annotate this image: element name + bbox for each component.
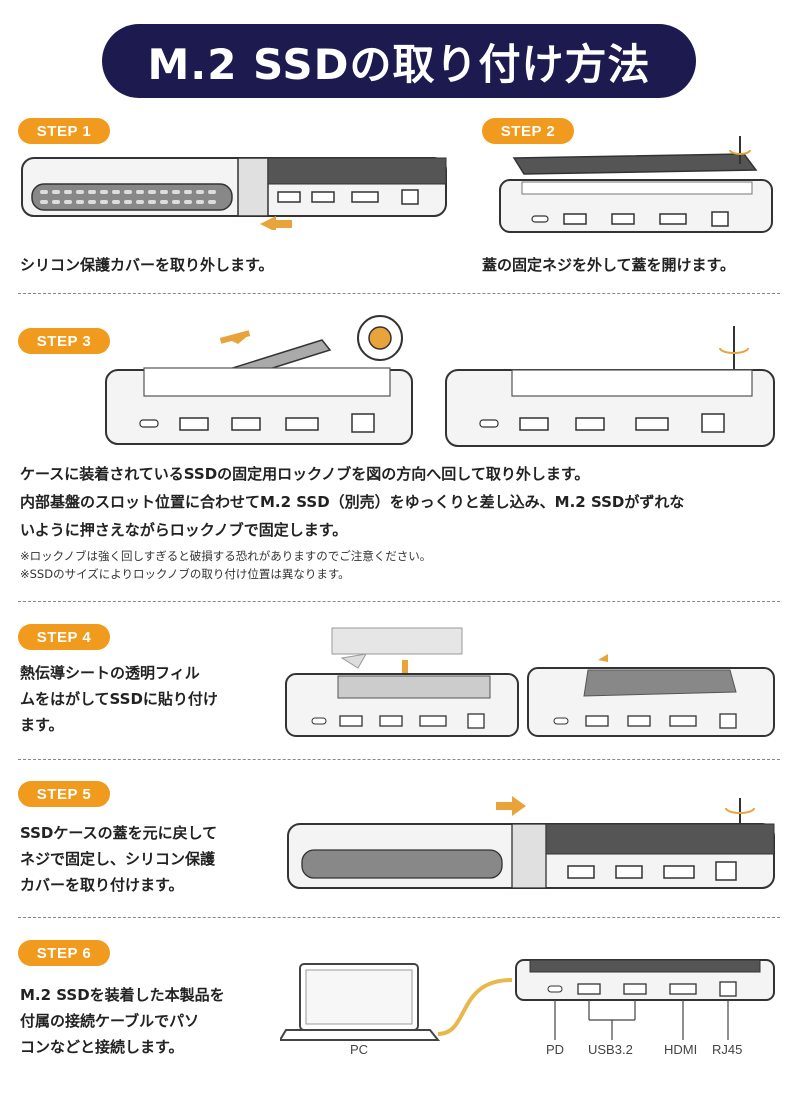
step4-text-line1: 熱伝導シートの透明フィル — [20, 664, 200, 682]
step5-illustration — [287, 796, 775, 889]
port-label-pc: PC — [350, 1042, 368, 1057]
step6-text-line2: 付属の接続ケーブルでパソ — [20, 1012, 200, 1030]
port-label-hdmi: HDMI — [664, 1042, 697, 1057]
step4-badge: STEP 4 — [18, 624, 110, 650]
step2-text: 蓋の固定ネジを外して蓋を開けます。 — [482, 256, 736, 274]
step3-badge: STEP 3 — [18, 328, 110, 354]
step4-illustration-right — [527, 654, 775, 737]
step2-badge: STEP 2 — [482, 118, 574, 144]
step5-text-line1: SSDケースの蓋を元に戻して — [20, 824, 218, 842]
step6-text-line1: M.2 SSDを装着した本製品を — [20, 986, 225, 1004]
step1-illustration — [21, 157, 447, 230]
step3-illustration-right — [445, 326, 775, 447]
port-label-pd: PD — [546, 1042, 564, 1057]
step5-badge: STEP 5 — [18, 781, 110, 807]
divider-4 — [18, 917, 780, 918]
page-title: M.2 SSDの取り付け方法 — [102, 24, 696, 98]
divider-1 — [18, 293, 780, 294]
step1-text: シリコン保護カバーを取り外します。 — [20, 256, 274, 274]
divider-3 — [18, 759, 780, 760]
port-label-usb: USB3.2 — [588, 1042, 633, 1057]
divider-2 — [18, 601, 780, 602]
step1-badge: STEP 1 — [18, 118, 110, 144]
step3-illustration-left — [105, 315, 413, 445]
step5-text-line3: カバーを取り付けます。 — [20, 876, 184, 894]
step4-text-line2: ムをはがしてSSDに貼り付け — [20, 690, 218, 708]
step3-text-line2: 内部基盤のスロット位置に合わせてM.2 SSD（別売）をゆっくりと差し込み、M.… — [20, 493, 685, 511]
step3-note2: ※SSDのサイズによりロックノブの取り付け位置は異なります。 — [20, 567, 350, 581]
step4-illustration-left — [285, 627, 519, 737]
step3-text-line1: ケースに装着されているSSDの固定用ロックノブを図の方向へ回して取り外します。 — [20, 465, 590, 483]
step6-illustration: PC PD USB3.2 HDMI RJ45 — [280, 959, 775, 1057]
step6-text-line3: コンなどと接続します。 — [20, 1038, 184, 1056]
step4-text-line3: ます。 — [20, 716, 64, 734]
step3-note1: ※ロックノブは強く回しすぎると破損する恐れがありますのでご注意ください。 — [20, 549, 432, 563]
port-label-rj45: RJ45 — [712, 1042, 742, 1057]
step2-illustration — [499, 136, 773, 233]
step6-badge: STEP 6 — [18, 940, 110, 966]
step3-text-line3: いように押さえながらロックノブで固定します。 — [20, 521, 348, 539]
step5-text-line2: ネジで固定し、シリコン保護 — [20, 850, 216, 868]
